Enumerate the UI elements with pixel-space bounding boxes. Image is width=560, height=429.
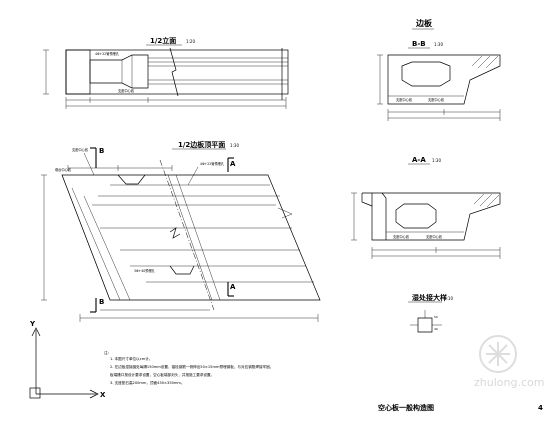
section-bb-scale: 1:30	[434, 42, 443, 47]
aa-support-label-1: 支座中心线	[393, 234, 410, 239]
note-item-1: 1. 本图尺寸单位以cm计。	[110, 356, 152, 361]
sheet-number: 4	[538, 404, 543, 412]
section-marker-a-bottom: A	[230, 283, 236, 291]
plan-rebar-label-2: 3Φ+40预埋孔	[134, 268, 156, 273]
watermark-text: zhulong.com	[474, 376, 544, 389]
edge-board-title: 边板	[415, 18, 433, 28]
note-item-4: 3. 支座垫石高200mm，顶面450×350mm。	[110, 380, 185, 385]
section-marker-a-top: A	[230, 160, 236, 168]
ucs-axes-icon: Y X	[29, 320, 106, 399]
section-aa-scale: 1:30	[432, 158, 441, 163]
notes-block: 注： 1. 本图尺寸单位以cm计。 2. 在边板湿接缝处每隔150mm设置，锚栓…	[104, 350, 273, 385]
bb-support-label-1: 支座中心线	[396, 97, 413, 102]
plan-view: 1/2边板顶平面 1:30 B B A	[41, 140, 321, 322]
section-marker-b-bottom: B	[99, 298, 104, 306]
elevation-support-label: 支座中心线	[118, 88, 135, 93]
note-item-2: 2. 在边板湿接缝处每隔150mm设置，锚栓钢筋一侧伸出50×15mm预埋钢板，…	[110, 364, 273, 369]
title-block: 空心板一般构造图 4	[378, 403, 543, 412]
drawing-name: 空心板一般构造图	[378, 403, 434, 412]
axis-x-label: X	[100, 391, 106, 399]
elevation-label-1: 4Φ+22管预埋孔	[95, 51, 120, 56]
plan-support-label: 支座中心线	[72, 147, 89, 152]
plan-rebar-label: 4Φ+22管预埋孔	[200, 161, 225, 166]
note-item-3: 板端槽口按设计要求设置，空心板端部封头，并按施工要求设置。	[110, 372, 214, 377]
axis-y-label: Y	[29, 320, 36, 328]
bb-support-label-2: 支座中心线	[428, 97, 445, 102]
elevation-scale: 1:20	[186, 39, 195, 44]
aa-hatch	[473, 193, 500, 208]
elevation-view: 1/2立面 1:20 4Φ+22管预埋孔 支座中心线	[43, 36, 289, 109]
svg-text:50: 50	[434, 315, 438, 319]
section-aa-title: A-A	[412, 156, 426, 164]
notes-heading: 注：	[104, 350, 111, 355]
section-aa-view: A-A 1:30 支座中心线 支座中心线	[351, 156, 501, 259]
svg-text:40: 40	[434, 327, 438, 331]
plan-title: 1/2边板顶平面	[178, 140, 225, 149]
plan-scale: 1:30	[230, 143, 239, 148]
section-bb-view: 边板 B-B 1:30 支座中心线 支座中心线	[377, 18, 501, 121]
watermark: zhulong.com	[474, 335, 544, 389]
bb-hatch	[471, 55, 499, 69]
aa-support-label-2: 支座中心线	[426, 234, 443, 239]
detail-title: 湿处接大样	[412, 293, 447, 302]
section-bb-title: B-B	[412, 40, 426, 48]
section-marker-b-top: B	[99, 147, 104, 155]
detail-scale: 1:10	[444, 296, 453, 301]
elevation-title: 1/2立面	[150, 36, 176, 45]
plan-left-label: 墩台中心线	[55, 167, 72, 172]
detail-view: 湿处接大样 1:10 50 40	[408, 293, 453, 333]
